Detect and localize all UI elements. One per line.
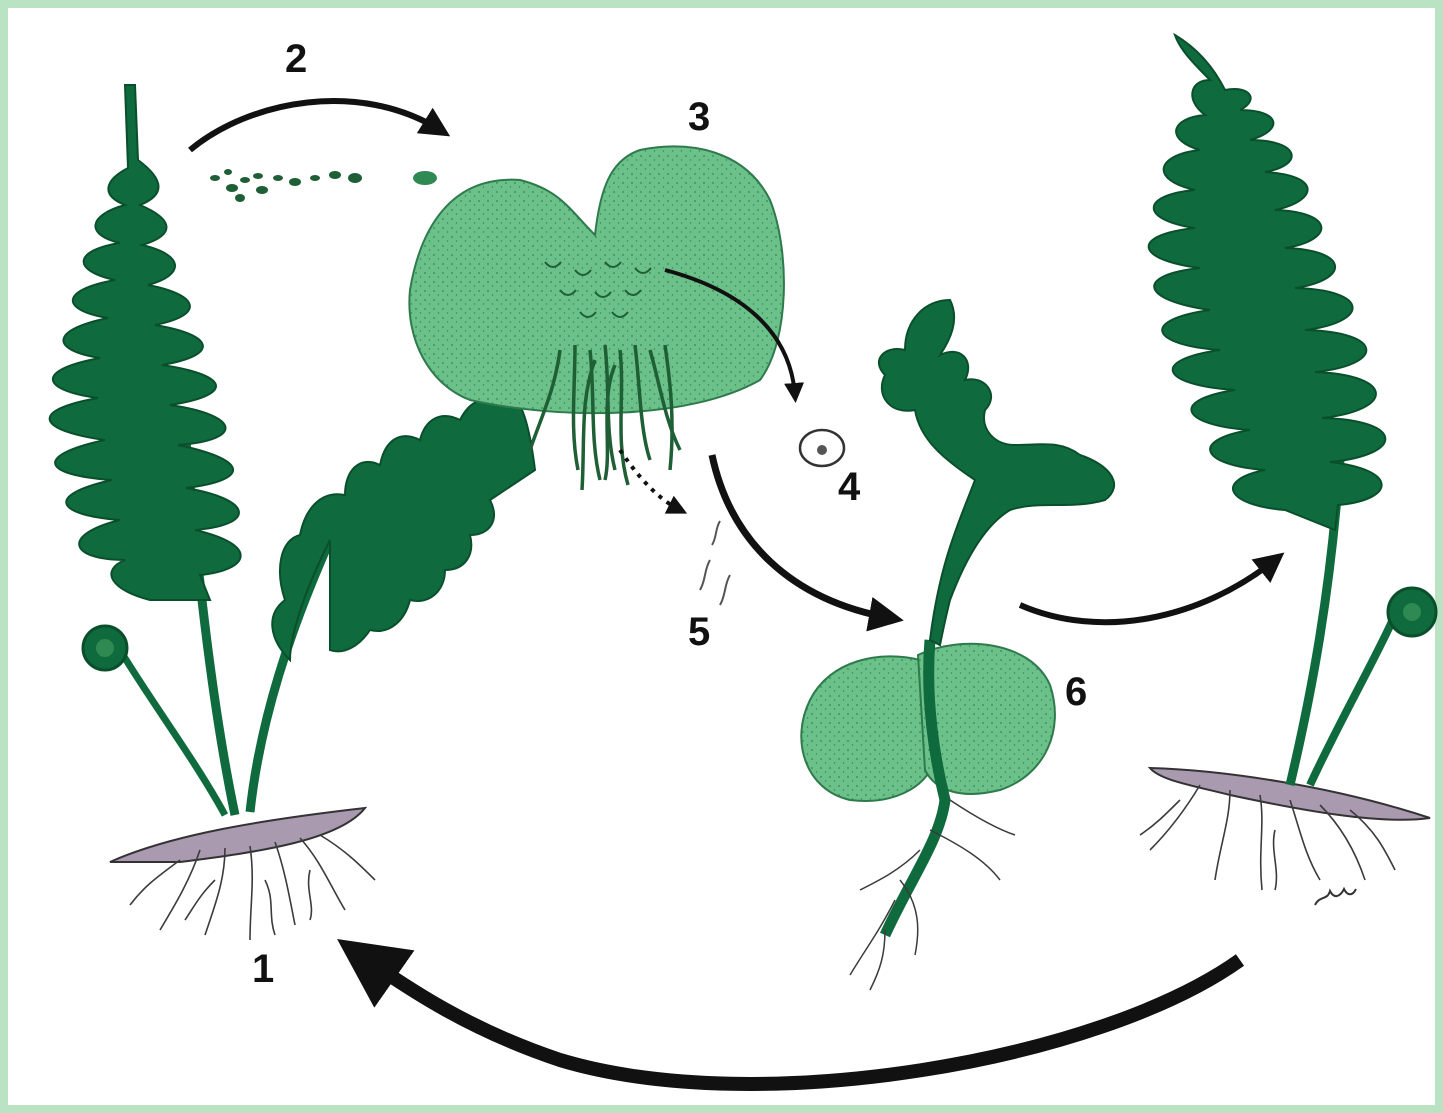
label-4: 4: [838, 465, 861, 509]
label-6: 6: [1065, 670, 1087, 714]
label-2: 2: [285, 37, 307, 81]
label-3: 3: [688, 95, 710, 139]
egg-cell-icon: [800, 430, 844, 466]
label-5: 5: [688, 610, 710, 654]
label-1: 1: [252, 947, 274, 991]
